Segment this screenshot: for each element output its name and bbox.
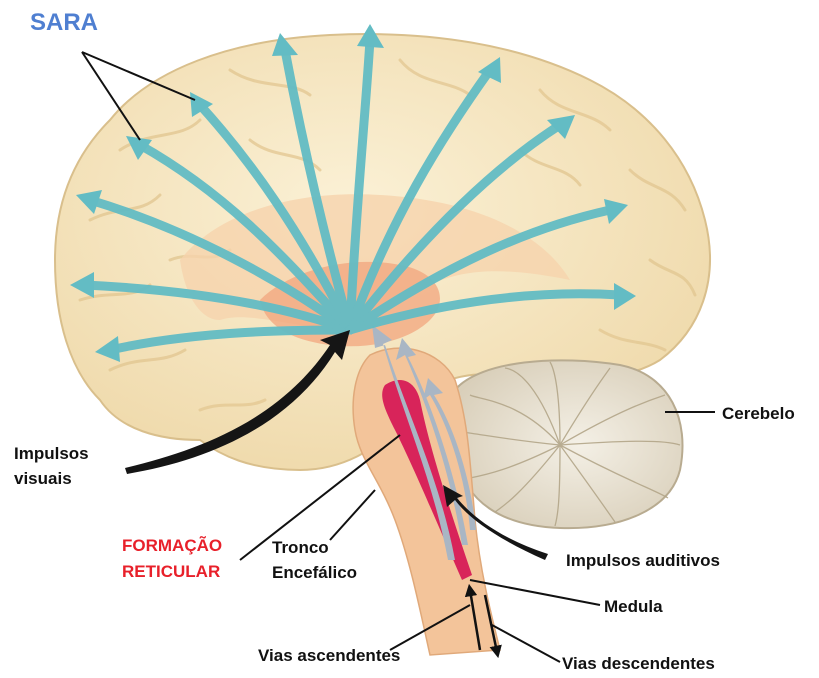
sara-label: SARA	[30, 9, 98, 36]
formacao-reticular-label-line2: RETICULAR	[122, 562, 220, 581]
tronco-encefalico-label-line1: Tronco	[272, 538, 329, 557]
cerebelo-label: Cerebelo	[722, 404, 795, 423]
vias-ascendentes-label: Vias ascendentes	[258, 646, 400, 665]
impulsos-visuais-label-line2: visuais	[14, 469, 72, 488]
cerebellum	[451, 360, 682, 528]
tronco-encefalico-label-line2: Encefálico	[272, 563, 357, 582]
impulsos-auditivos-label: Impulsos auditivos	[566, 551, 720, 570]
vias-descendentes-label: Vias descendentes	[562, 654, 715, 673]
formacao-reticular-label-line1: FORMAÇÃO	[122, 535, 222, 555]
medula-label: Medula	[604, 597, 663, 616]
impulsos-visuais-label-line1: Impulsos	[14, 444, 89, 463]
